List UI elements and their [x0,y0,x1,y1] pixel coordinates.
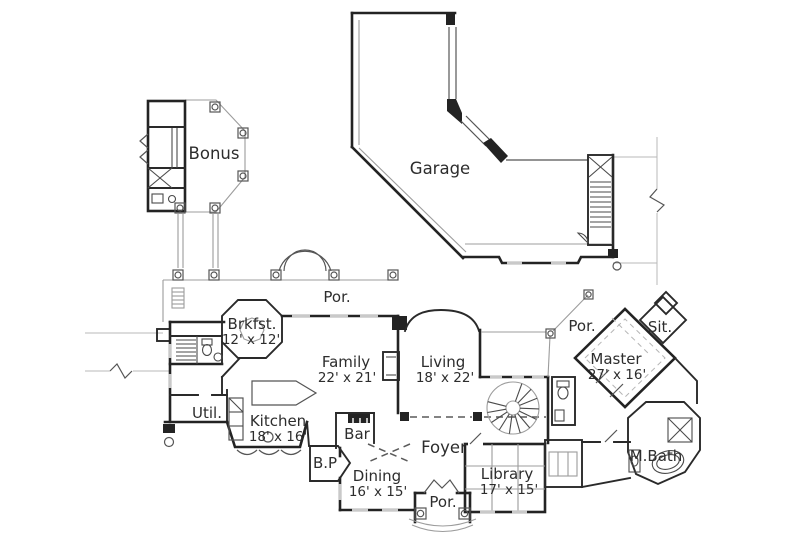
room-label-porch-top: Por. [323,288,350,306]
living-bay-arch [403,309,481,333]
chimney-bump [156,328,171,342]
bar-counter [348,414,370,423]
bay-scallops [236,449,302,456]
room-label-porch-master: Por. [568,317,595,335]
room-label-sit: Sit. [648,318,672,336]
room-label-garage: Garage [410,159,470,178]
room-dims-living: 18' x 22' [416,370,474,386]
garage-staircase [576,154,614,246]
spiral-staircase [486,381,540,435]
room-dims-dining: 16' x 15' [349,484,407,500]
main-stair [176,339,196,361]
vanity [628,449,641,473]
closet-doors [139,133,149,149]
kitchen-bay [225,420,309,449]
room-dims-brkfst: 12' x 12' [222,332,280,348]
room-dims-kitchen: 18' x 16' [249,429,307,445]
window-seat [548,451,578,477]
kitchen-counter [228,397,244,441]
room-dims-library: 17' x 15' [480,482,538,498]
entry-steps [408,518,477,527]
butlers-pantry-walls [309,445,352,482]
room-label-porch-entry: Por. [429,493,456,511]
bonus-stair-block [146,99,187,213]
bonus-wing [139,99,249,268]
master-ceiling [584,318,666,398]
room-label-bp: B.P [313,454,337,472]
room-label-foyer: Foyer [421,438,467,457]
bonus-porch-outline [185,99,246,213]
master-bath-walls [627,401,701,486]
fireplace [382,351,400,381]
room-labels: Bonus Garage Por. Brkfst. 12' x 12' Fami… [189,144,683,511]
kitchen-island [251,380,318,406]
powder-room [551,376,576,426]
room-label-family: Family [322,353,370,371]
garage-south-wall [461,255,615,265]
tub [651,450,685,474]
room-label-kitchen: Kitchen [250,412,306,430]
breakfast-bay [221,299,283,359]
interior [168,317,693,532]
room-label-master: Master [590,350,642,368]
library-grid [465,432,545,512]
room-label-library: Library [481,465,534,483]
room-label-bar: Bar [344,425,370,443]
porch-columns [172,269,399,281]
entry-gable [423,479,460,494]
room-label-mbath: M.Bath [630,447,683,465]
porch-steps [171,287,185,309]
room-label-brkfst: Brkfst. [228,315,277,333]
porch-arch [278,250,332,272]
room-label-dining: Dining [353,467,401,485]
garage [350,11,622,271]
windows [168,314,544,514]
entry-porch [408,479,477,532]
room-label-util: Util. [192,404,222,422]
shower [667,417,693,443]
fixture [151,193,164,204]
bonus-porch-columns [174,101,249,214]
front-porch [162,249,399,322]
garage-post [446,13,455,25]
master-bath-fixtures [628,417,693,474]
garage-corner [447,99,462,124]
room-dims-family: 22' x 21' [318,370,376,386]
sink [213,352,223,362]
sitting-bay [653,290,679,316]
room-label-bonus: Bonus [189,144,240,163]
room-label-living: Living [421,353,466,371]
reference-lines [85,137,665,379]
kitchen-sink [262,431,274,443]
right-wing [544,439,583,488]
room-dims-master: 27' x 16' [588,367,646,383]
breakfast-table [239,317,265,343]
